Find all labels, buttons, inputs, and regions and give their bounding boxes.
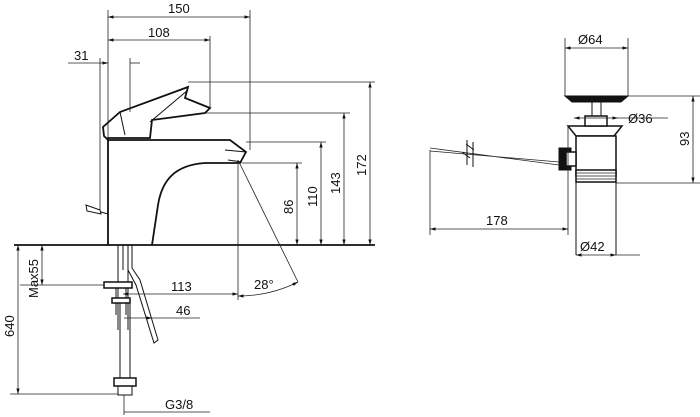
drain-thread	[575, 169, 617, 183]
dim-108: 108	[148, 25, 170, 40]
popup-rod-stem	[100, 211, 109, 215]
dim-150: 150	[168, 1, 190, 16]
drain-inner	[584, 115, 608, 127]
dim-86: 86	[281, 200, 296, 214]
popup-rod	[85, 204, 102, 215]
dim-143: 143	[328, 172, 343, 194]
dim-178: 178	[486, 213, 508, 228]
dim-28-degrees: 28°	[254, 277, 274, 292]
dim-31: 31	[74, 48, 88, 63]
dim-g38: G3/8	[165, 397, 193, 412]
drain-side-port	[565, 151, 577, 167]
dim-d42: Ø42	[580, 239, 605, 254]
supply-pipes	[103, 245, 159, 396]
drain-rod	[429, 147, 560, 166]
spout-aerator	[224, 149, 247, 163]
dim-113: 113	[171, 279, 192, 294]
dim-d36: Ø36	[628, 111, 653, 126]
drain-flange	[566, 125, 624, 137]
angle-arc	[237, 281, 299, 298]
faucet-body	[107, 139, 248, 246]
drain-view: Ø64 Ø36 93 178 Ø42	[429, 32, 700, 257]
dim-110: 110	[305, 186, 320, 207]
drain-rod-clip	[461, 140, 475, 167]
dim-93: 93	[677, 132, 692, 146]
handle-detail	[119, 89, 189, 136]
dim-172: 172	[354, 154, 369, 176]
dim-d64: Ø64	[578, 32, 603, 47]
drain-cap	[563, 95, 630, 103]
dim-max55: Max55	[26, 259, 41, 298]
handle-lever	[102, 85, 212, 143]
dim-640: 640	[2, 315, 17, 337]
dim-46: 46	[176, 303, 190, 318]
faucet-view: 150 108 31 172 143 110 86 28°	[2, 1, 375, 415]
spray-line	[237, 159, 299, 283]
